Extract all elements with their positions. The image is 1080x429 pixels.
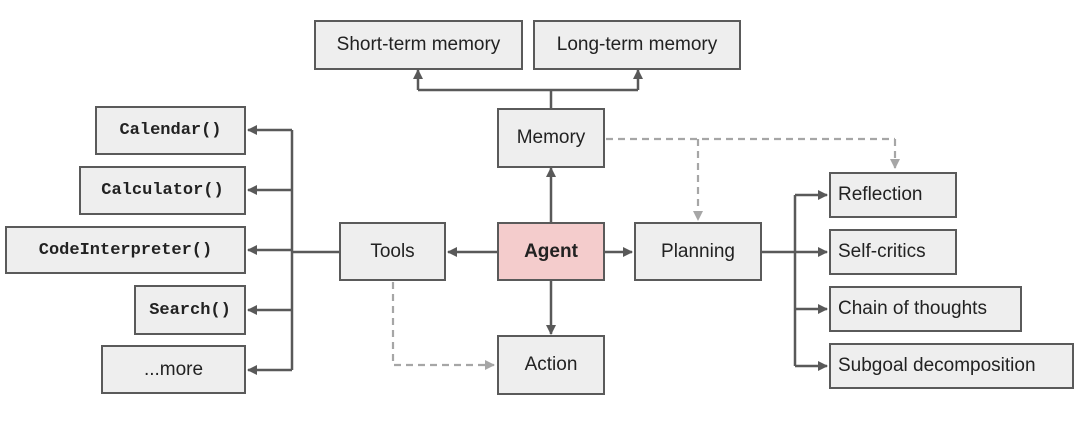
more-box: ...more (101, 345, 246, 394)
action-box: Action (497, 335, 605, 395)
planning-label: Planning (661, 240, 735, 262)
agent-box: Agent (497, 222, 605, 281)
agent-label: Agent (524, 240, 578, 262)
short-term-memory-box: Short-term memory (314, 20, 523, 70)
code-interpreter-box: CodeInterpreter() (5, 226, 246, 274)
action-label: Action (524, 354, 578, 375)
reflection-label: Reflection (838, 184, 923, 205)
tools-label: Tools (370, 240, 415, 262)
tools-box: Tools (339, 222, 446, 281)
chain-of-thoughts-label: Chain of thoughts (838, 298, 987, 319)
calendar-box: Calendar() (95, 106, 246, 155)
search-label: Search() (149, 300, 231, 320)
dashed-arrow-tools-to-action (391, 282, 495, 370)
calendar-label: Calendar() (119, 121, 222, 140)
long-term-memory-label: Long-term memory (556, 34, 718, 55)
self-critics-label: Self-critics (838, 241, 926, 262)
self-critics-box: Self-critics (829, 229, 957, 275)
long-term-memory-box: Long-term memory (533, 20, 741, 70)
chain-of-thoughts-box: Chain of thoughts (829, 286, 1022, 332)
reflection-box: Reflection (829, 172, 957, 218)
calculator-box: Calculator() (79, 166, 246, 215)
subgoal-decomposition-box: Subgoal decomposition (829, 343, 1074, 389)
memory-box: Memory (497, 108, 605, 168)
search-box: Search() (134, 285, 246, 335)
more-label: ...more (143, 358, 204, 380)
calculator-label: Calculator() (101, 181, 224, 200)
code-interpreter-label: CodeInterpreter() (38, 240, 213, 260)
memory-label: Memory (516, 127, 586, 148)
short-term-memory-label: Short-term memory (336, 34, 501, 55)
planning-box: Planning (634, 222, 762, 281)
subgoal-decomposition-label: Subgoal decomposition (838, 355, 1036, 376)
